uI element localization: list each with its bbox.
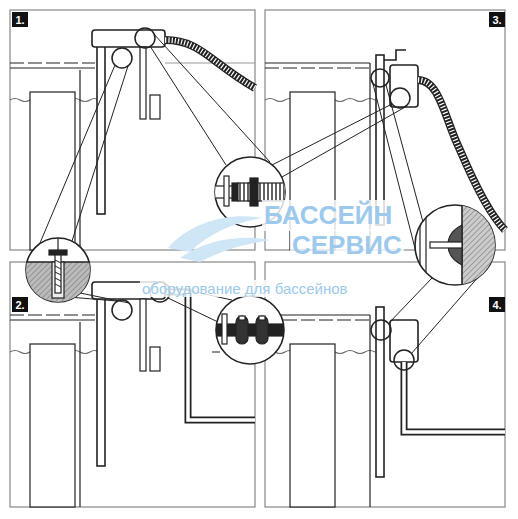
step-number-text: 1. xyxy=(12,14,28,26)
watermark-text: БАССЕЙН xyxy=(262,200,394,231)
step-number: 4. xyxy=(489,297,505,312)
pool-scene xyxy=(10,282,255,507)
step-number: 1. xyxy=(12,12,28,27)
pool-scene xyxy=(10,28,255,250)
watermark-logo xyxy=(180,238,270,262)
detail-screw xyxy=(20,236,100,312)
pool-scene xyxy=(265,307,505,507)
detail-bracket xyxy=(415,200,502,290)
step-number-text: 3. xyxy=(489,14,505,26)
panel-frame xyxy=(10,10,255,250)
step-number: 2. xyxy=(12,297,28,312)
step-number-text: 4. xyxy=(489,299,505,311)
watermark-text: СЕРВИС xyxy=(290,230,404,261)
panel-frame xyxy=(10,262,255,507)
step-number-text: 2. xyxy=(12,299,28,311)
step-number: 3. xyxy=(489,12,505,27)
panel-frame xyxy=(265,262,505,507)
detail-double-clamp xyxy=(210,296,300,364)
watermark-text: оборудование для бассейнов xyxy=(140,280,350,297)
